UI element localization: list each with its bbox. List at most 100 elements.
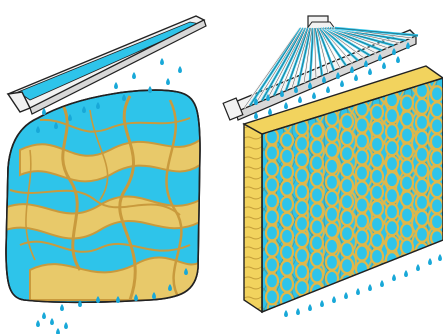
honeycomb-cell [414, 113, 430, 132]
water-drop [36, 320, 40, 327]
honeycomb-cell [264, 192, 280, 210]
spray-arm-outline [261, 27, 304, 101]
spray-arm-outline [309, 27, 314, 81]
honeycomb-cell [339, 129, 355, 147]
water-drop [166, 78, 170, 85]
spray-arm-outline [320, 27, 347, 66]
water-drop [254, 98, 258, 105]
honeycomb-cell [354, 148, 370, 166]
honeycomb-cell [429, 165, 443, 183]
spray-arm-outline [323, 27, 365, 59]
honeycomb-cell [294, 247, 310, 265]
honeycomb-cell [429, 213, 443, 231]
honeycomb-cell [429, 101, 443, 119]
honeycomb-cell [414, 97, 430, 116]
honeycomb-cell [414, 145, 430, 163]
honeycomb-cell [309, 282, 325, 300]
water-drop [340, 80, 344, 87]
honeycomb-cell [429, 85, 443, 103]
water-drop [178, 66, 182, 73]
honeycomb-cell [369, 151, 385, 169]
honeycomb-cell [279, 163, 295, 181]
honeycomb-cell [309, 170, 325, 188]
spray-arm-outline [255, 27, 303, 104]
water-drop [326, 86, 330, 93]
honeycomb-cell [369, 231, 385, 249]
spray-arm-outline [291, 27, 310, 89]
honeycomb-cell [369, 167, 385, 185]
honeycomb-cell [279, 227, 295, 245]
honeycomb-cell [399, 126, 415, 144]
water-drop [438, 254, 442, 261]
honeycomb-cell [324, 173, 340, 191]
honeycomb-cell [369, 199, 385, 217]
water-drop [132, 72, 136, 79]
honeycomb-cell [294, 183, 310, 201]
water-drop [294, 86, 298, 93]
spray-arm-outline [321, 27, 353, 64]
honeycomb-cell [279, 211, 295, 229]
honeycomb-cell [324, 125, 340, 143]
honeycomb-cells [264, 81, 443, 309]
honeycomb-cell [414, 193, 430, 211]
honeycomb-cell [279, 275, 295, 293]
water-drop [298, 96, 302, 103]
honeycomb-cell [279, 179, 295, 197]
honeycomb-cell [324, 189, 340, 207]
honeycomb-cell [369, 135, 385, 153]
spray-arm-outline [267, 27, 305, 99]
honeycomb-cell [384, 123, 400, 141]
honeycomb-cell [339, 241, 355, 259]
spray-arm-outline [285, 27, 309, 91]
honeycomb-cell [339, 209, 355, 227]
honeycomb-cell [309, 234, 325, 252]
honeycomb-cell [324, 237, 340, 255]
honeycomb-cell [369, 119, 385, 137]
honeycomb-cell [279, 131, 295, 149]
water-drop [184, 268, 188, 275]
honeycomb-cell [264, 224, 280, 242]
spray-arm-outline [325, 27, 371, 56]
honeycomb-cell [429, 133, 443, 151]
honeycomb-cell [309, 154, 325, 172]
honeycomb-cell [399, 222, 415, 240]
honeycomb-cell [309, 250, 325, 268]
honeycomb-cell [264, 208, 280, 226]
water-drop [356, 288, 360, 295]
honeycomb-cell [384, 187, 400, 205]
honeycomb-cell [414, 129, 430, 147]
spray-arm-outline [273, 27, 307, 96]
water-drop [364, 60, 368, 67]
honeycomb-cell [399, 142, 415, 160]
honeycomb-cell [399, 190, 415, 208]
honeycomb-cell [264, 288, 280, 306]
water-drop [152, 292, 156, 299]
water-drop [308, 304, 312, 311]
water-drop [254, 112, 258, 119]
honeycomb-cell [354, 132, 370, 150]
spray-arm-outline [319, 27, 341, 69]
water-drop [406, 42, 410, 49]
honeycomb-cell [354, 228, 370, 246]
honeycomb-cell [414, 209, 430, 227]
spray-arm-outline [317, 27, 335, 71]
honeycomb-cell [399, 110, 415, 128]
honeycomb-cell [309, 122, 325, 140]
water-drop [96, 102, 100, 109]
honeycomb-cell [324, 141, 340, 159]
honeycomb-cell [264, 144, 280, 162]
honeycomb-cell [369, 183, 385, 201]
honeycomb-cell [384, 171, 400, 189]
water-drop [78, 300, 82, 307]
honeycomb-cell [384, 107, 400, 125]
honeycomb-cell [309, 266, 325, 284]
water-drop [36, 126, 40, 133]
honeycomb-cell [264, 160, 280, 178]
water-drop [50, 318, 54, 325]
honeycomb-cell [399, 254, 415, 272]
water-drop [42, 108, 46, 115]
honeycomb-cell [339, 145, 355, 163]
honeycomb-cell [399, 206, 415, 224]
